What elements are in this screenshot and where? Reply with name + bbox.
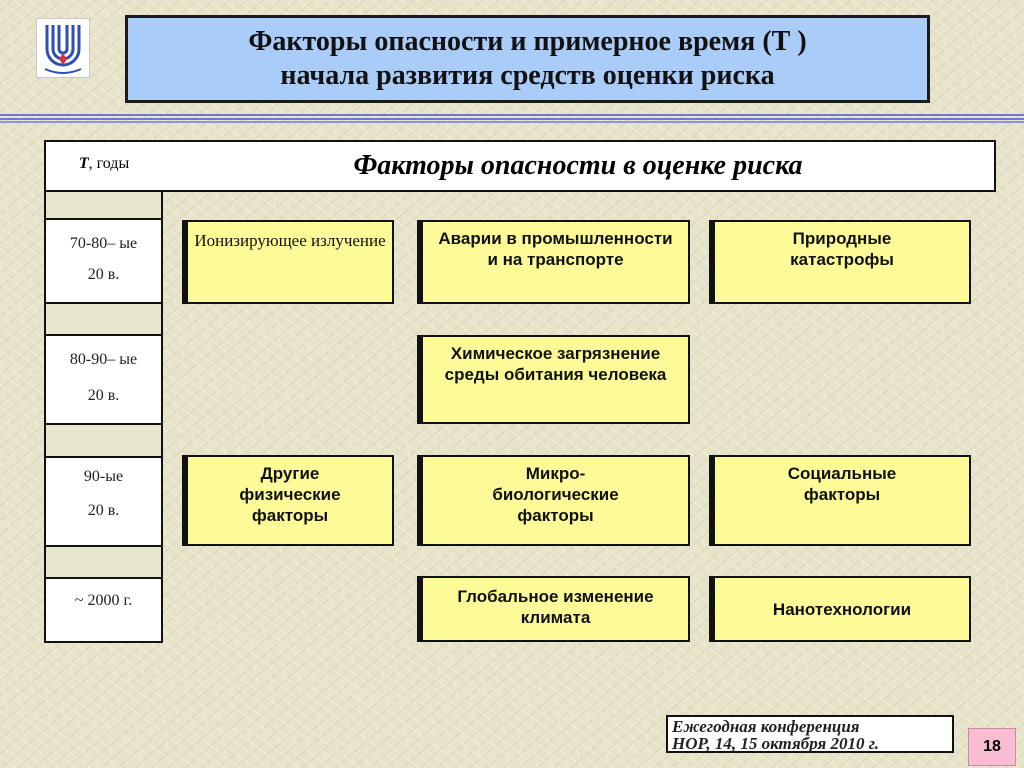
- period-cell-2: 80-90– ые 20 в.: [44, 334, 163, 425]
- time-header-t: Т: [78, 155, 89, 172]
- factor-ionizing-label: Ионизирующее излучение: [194, 231, 386, 250]
- factor-chemical-label: Химическое загрязнение среды обитания че…: [444, 344, 667, 384]
- time-column-gap: [44, 547, 163, 577]
- period-1-line-1: 70-80– ые: [69, 235, 138, 252]
- factor-accidents-label: Аварии в промышленности и на транспорте: [438, 229, 673, 269]
- period-2-line-2: 20 в.: [87, 387, 120, 404]
- period-2-line-1: 80-90– ые: [69, 351, 138, 368]
- factor-natural-disasters: Природные катастрофы: [713, 220, 971, 304]
- factor-microbiological-label: Микро-биологические факторы: [492, 464, 619, 525]
- time-column-gap: [44, 192, 163, 218]
- factor-natural-label: Природные катастрофы: [790, 229, 894, 269]
- period-3-line-1: 90-ые: [83, 468, 124, 485]
- period-3-line-2: 20 в.: [87, 502, 120, 519]
- period-1-line-2: 20 в.: [87, 266, 120, 283]
- factor-ionizing-radiation: Ионизирующее излучение: [186, 220, 394, 304]
- conference-line-2: НОР, 14, 15 октября 2010 г.: [672, 734, 880, 753]
- factor-climate-label: Глобальное изменение климата: [457, 587, 654, 627]
- factor-industrial-transport-accidents: Аварии в промышленности и на транспорте: [421, 220, 690, 304]
- factor-nanotech-label: Нанотехнологии: [772, 599, 912, 619]
- conference-line-1: Ежегодная конференция: [672, 717, 860, 736]
- period-cell-3: 90-ые 20 в.: [44, 456, 163, 547]
- factor-nanotechnology: Нанотехнологии: [713, 576, 971, 642]
- time-column-gap: [44, 425, 163, 456]
- time-header-unit: , годы: [88, 155, 130, 172]
- period-cell-4: ~ 2000 г.: [44, 577, 163, 643]
- factor-other-physical-label: Другие физические факторы: [239, 464, 341, 525]
- factors-column-header: Факторы опасности в оценке риска: [162, 140, 996, 192]
- factor-climate-change: Глобальное изменение климата: [421, 576, 690, 642]
- time-column-gap: [44, 304, 163, 334]
- factor-other-physical: Другие физические факторы: [186, 455, 394, 546]
- page-number: 18: [968, 728, 1016, 766]
- slide-title: Факторы опасности и примерное время (Т )…: [125, 15, 930, 103]
- divider-rule: [0, 114, 1024, 123]
- period-cell-1: 70-80– ые 20 в.: [44, 218, 163, 304]
- factor-microbiological: Микро-биологические факторы: [421, 455, 690, 546]
- title-line-1: Факторы опасности и примерное время (Т ): [248, 26, 807, 57]
- factor-social: Социальные факторы: [713, 455, 971, 546]
- organization-logo: [36, 18, 90, 78]
- conference-caption: Ежегодная конференция НОР, 14, 15 октябр…: [666, 715, 954, 753]
- factor-chemical-pollution: Химическое загрязнение среды обитания че…: [421, 335, 690, 424]
- title-line-2: начала развития средств оценки риска: [280, 60, 775, 91]
- time-column-header: Т, годы: [44, 140, 164, 192]
- factor-social-label: Социальные факторы: [787, 464, 897, 504]
- period-4-line-1: ~ 2000 г.: [74, 592, 133, 609]
